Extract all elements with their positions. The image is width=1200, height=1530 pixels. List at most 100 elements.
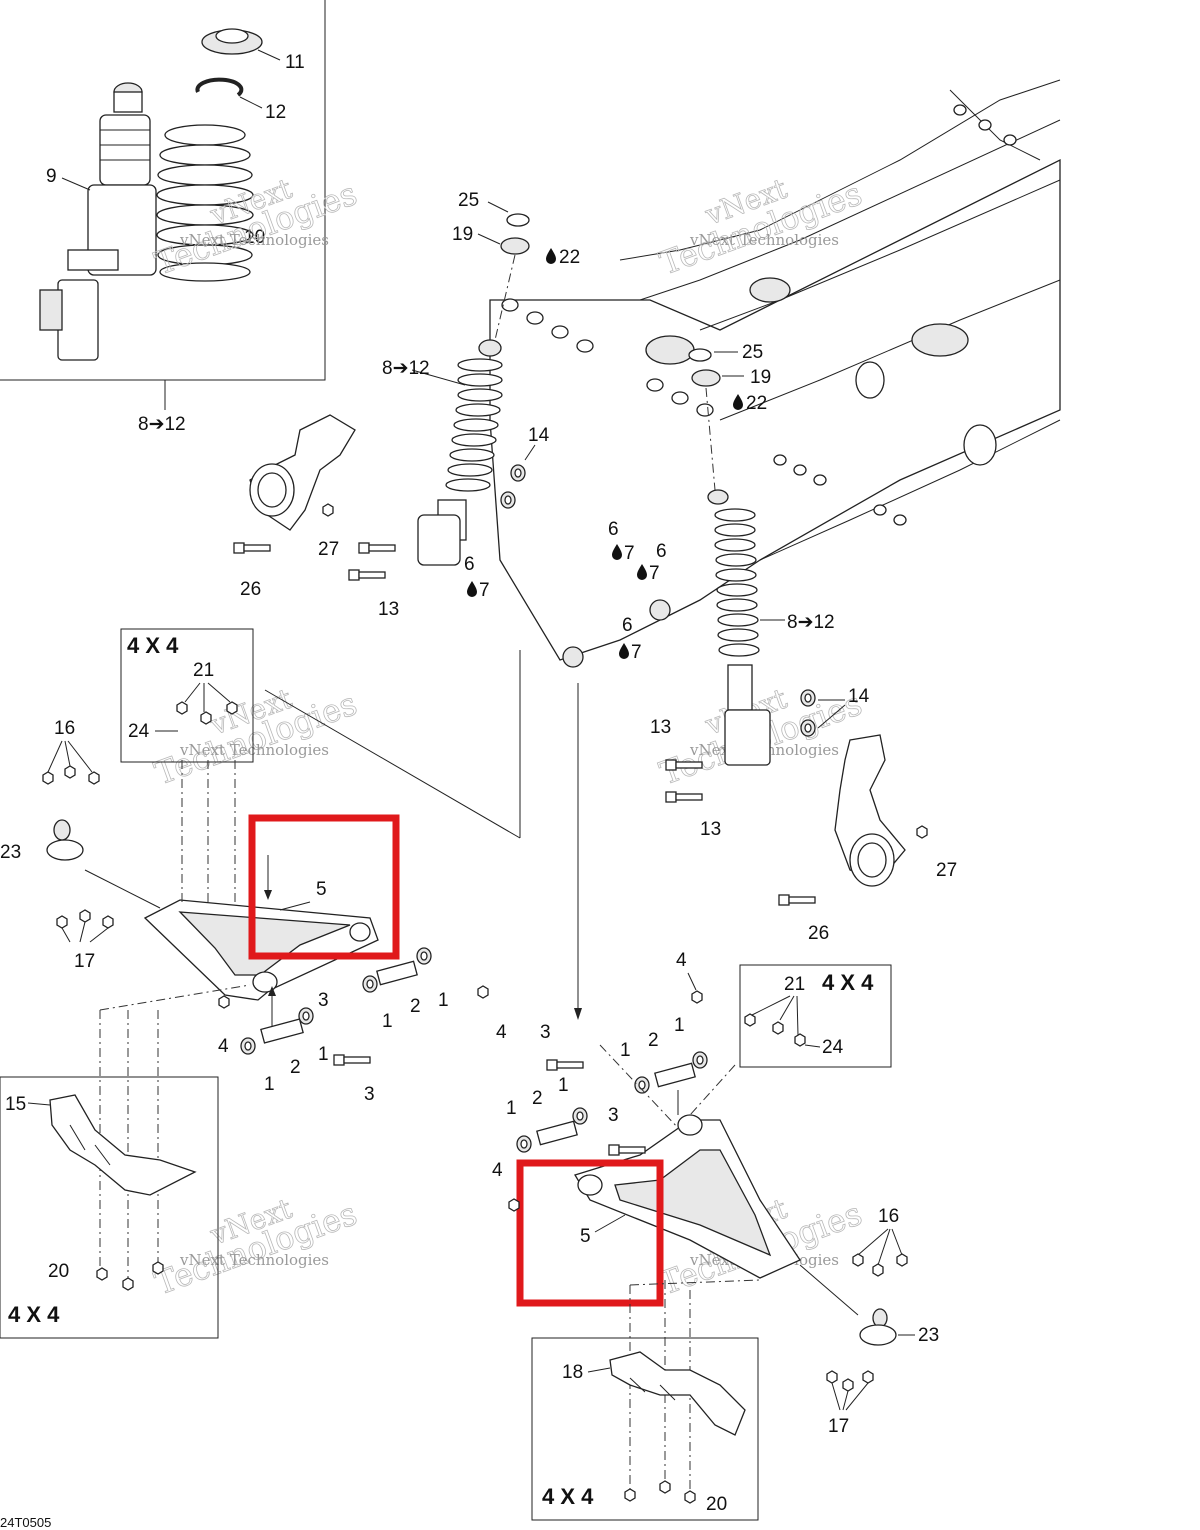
label-20a: 20	[48, 1261, 69, 1282]
label-1d: 1	[264, 1074, 275, 1095]
svg-text:vNext Technologies: vNext Technologies	[689, 231, 839, 249]
bolt-13-left-a	[358, 542, 396, 554]
label-23b: 23	[918, 1325, 939, 1346]
label-7c: 7	[649, 563, 660, 584]
label-1g: 1	[558, 1075, 569, 1096]
label-23a: 23	[0, 842, 21, 863]
label-19b: 19	[750, 367, 771, 388]
right-a-arm: 5	[516, 1090, 801, 1307]
label-17b: 17	[828, 1416, 849, 1437]
label-1e: 1	[620, 1040, 631, 1061]
label-6d: 6	[622, 615, 633, 636]
label-24a: 24	[128, 721, 150, 742]
label-4x4-c: 4 X 4	[822, 970, 874, 995]
label-1f: 1	[674, 1015, 685, 1036]
skid-plate-18-icon	[609, 1351, 746, 1436]
label-6a: 6	[608, 519, 619, 540]
label-27b: 27	[936, 860, 957, 881]
box-4x4-left-top: 4 X 4 21 24	[120, 628, 254, 763]
label-17a: 17	[74, 951, 95, 972]
label-4x4-d: 4 X 4	[542, 1484, 594, 1509]
diagram-code: 24T0505	[0, 1515, 51, 1530]
label-1h: 1	[506, 1098, 517, 1119]
right-ball-joint: 16 23 17	[799, 1206, 939, 1437]
label-16a: 16	[54, 718, 75, 739]
highlight-box-left	[248, 814, 400, 960]
label-7a: 7	[624, 543, 635, 564]
label-4b: 4	[218, 1036, 229, 1057]
label-4c: 4	[676, 950, 687, 971]
bushing-14-a	[510, 464, 526, 482]
label-8-12-right: 8➔12	[787, 612, 835, 633]
upper-bushings: 25 19 22 25 19 22	[452, 190, 771, 491]
retainer-icon	[195, 77, 244, 97]
label-8-12-left: 8➔12	[382, 358, 430, 379]
label-6b: 6	[464, 554, 475, 575]
right-knuckle: 26 27 13 13 14	[650, 686, 957, 944]
grease-fittings: 6 7 6 7 6 7 6 7	[464, 519, 667, 663]
bolt-13-left-b	[348, 569, 386, 581]
nut-27-left	[322, 503, 334, 517]
label-21a: 21	[193, 660, 214, 681]
label-1b: 1	[382, 1011, 393, 1032]
label-11: 11	[285, 52, 305, 73]
label-5b: 5	[580, 1226, 591, 1247]
right-arm-hardware: 4 3 1 2 1 1 2 1 3 4	[492, 950, 736, 1212]
box-4x4-left-bottom: 15 20 4 X 4	[0, 1076, 219, 1339]
bolt-26-right	[778, 894, 816, 906]
label-3b: 3	[364, 1084, 375, 1105]
highlight-box-right	[516, 1159, 664, 1307]
label-4x4-a: 4 X 4	[127, 633, 179, 658]
label-24b: 24	[822, 1037, 844, 1058]
box-4x4-right-bottom: 18 20 4 X 4	[531, 1337, 759, 1521]
label-14a: 14	[528, 425, 550, 446]
bushing-14-b	[500, 491, 516, 509]
box-4x4-right-top: 4 X 4 21 24	[739, 964, 892, 1068]
grease-drop-icon	[467, 581, 477, 597]
shock-absorber-icon	[39, 82, 157, 361]
label-2a: 2	[410, 996, 421, 1017]
label-7d: 7	[631, 642, 642, 663]
label-26b: 26	[808, 923, 829, 944]
label-25b: 25	[742, 342, 763, 363]
frame-holes	[501, 104, 1017, 526]
label-13b: 13	[650, 717, 671, 738]
label-22a: 22	[559, 247, 580, 268]
left-arm-hardware: 3 1 2 1 4 4 1 2 1 3	[218, 947, 507, 1105]
label-8-12-top: 8➔12	[138, 414, 186, 435]
label-13c: 13	[700, 819, 721, 840]
label-1a: 1	[438, 990, 449, 1011]
left-shock-assembly: 8➔12	[382, 339, 503, 566]
label-19a: 19	[452, 224, 473, 245]
bolt-13-right-b	[665, 791, 703, 803]
label-26a: 26	[240, 579, 261, 600]
label-7b: 7	[479, 580, 490, 601]
svg-text:vNext Technologies: vNext Technologies	[179, 231, 329, 249]
label-21b: 21	[784, 974, 805, 995]
bushing-14-d	[800, 719, 816, 737]
label-27a: 27	[318, 539, 339, 560]
left-a-arm: 5	[143, 814, 400, 1030]
label-4d: 4	[492, 1160, 503, 1181]
svg-text:vNext Technologies: vNext Technologies	[179, 741, 329, 759]
label-2b: 2	[290, 1057, 301, 1078]
label-22b: 22	[746, 393, 767, 414]
label-14b: 14	[848, 686, 870, 707]
left-knuckle: 26 27 13 14	[233, 414, 550, 620]
bolt-26-left	[233, 542, 271, 554]
grease-drop-icon	[546, 248, 556, 264]
label-3c: 3	[540, 1022, 551, 1043]
label-16b: 16	[878, 1206, 899, 1227]
skid-plate-15-icon	[49, 1094, 197, 1196]
label-10: 10	[244, 227, 265, 248]
label-2c: 2	[648, 1030, 659, 1051]
bushing-14-c	[800, 689, 816, 707]
svg-text:vNext Technologies: vNext Technologies	[179, 1251, 329, 1269]
cross-tube-icon	[645, 277, 997, 466]
bolt-13-right-a	[665, 759, 703, 771]
label-12: 12	[265, 102, 286, 123]
label-18: 18	[562, 1362, 583, 1383]
label-6c: 6	[656, 541, 667, 562]
label-2d: 2	[532, 1088, 543, 1109]
